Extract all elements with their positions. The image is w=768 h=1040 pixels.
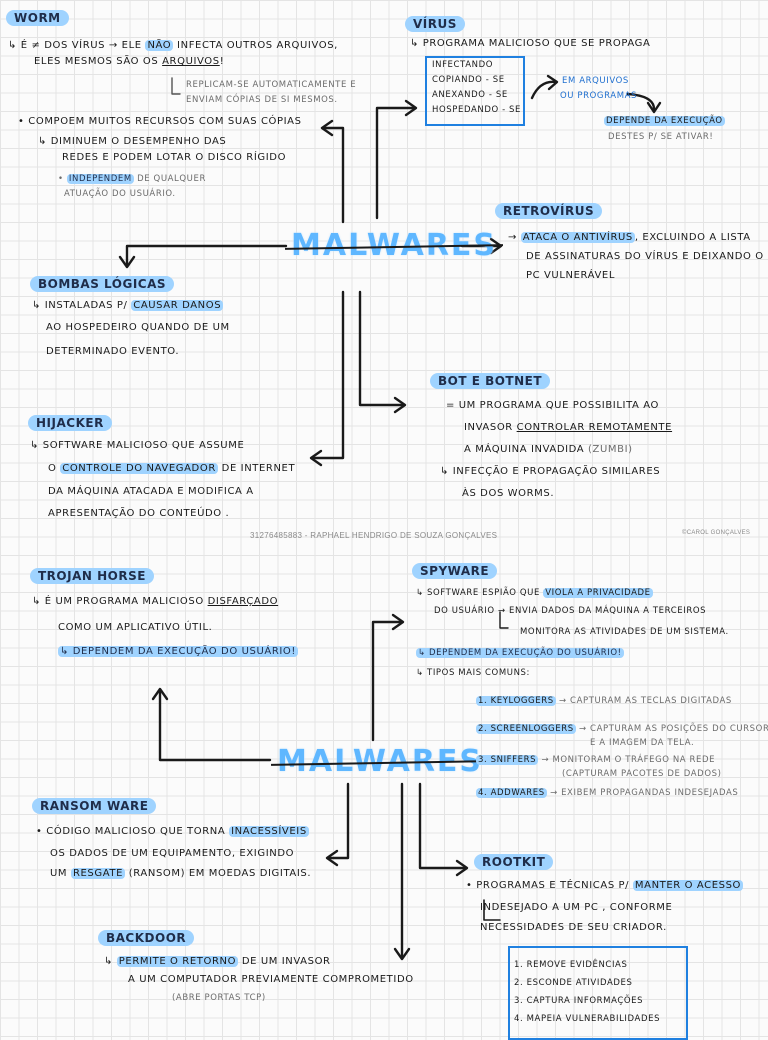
retrovirus-line-3: PC VULNERÁVEL	[526, 270, 615, 281]
spyware-type-2: 2. SCREENLOGGERS → CAPTURAM AS POSIÇÕES …	[476, 724, 768, 734]
backdoor-line-3: (ABRE PORTAS TCP)	[172, 993, 266, 1003]
spyware-line-2: DO USUÁRIO → ENVIA DADOS DA MÁQUINA A TE…	[434, 606, 707, 616]
notes-page-1: MALWARES WORM ↳ É ≠ DOS VÍRUS → ELE NÃO …	[0, 0, 768, 528]
bot-line-3: A MÁQUINA INVADIDA (ZUMBI)	[464, 444, 633, 455]
center-title-2: MALWARES	[277, 744, 484, 779]
trojan-line-3: ↳ DEPENDEM DA EXECUÇÃO DO USUÁRIO!	[58, 646, 299, 657]
retrovirus-line-1: → ATACA O ANTIVÍRUS, EXCLUINDO A LISTA	[508, 232, 751, 243]
arrow-to-bot	[358, 290, 406, 407]
trojan-line-1: ↳ É UM PROGRAMA MALICIOSO DISFARÇADO	[32, 596, 279, 607]
hijacker-line-2: O CONTROLE DO NAVEGADOR DE INTERNET	[48, 463, 296, 474]
arrow-to-trojan	[158, 688, 272, 762]
spyware-type-4: 4. ADDWARES → EXIBEM PROPAGANDAS INDESEJ…	[476, 788, 739, 798]
trojan-line-2: COMO UM APLICATIVO ÚTIL.	[58, 622, 213, 633]
rootkit-line-3: NECESSIDADES DE SEU CRIADOR.	[480, 922, 667, 933]
arrow-to-worm	[321, 126, 345, 224]
worm-bullet-5: ATUAÇÃO DO USUÁRIO.	[64, 189, 176, 199]
hijacker-title: HIJACKER	[28, 415, 112, 431]
virus-box-2: COPIANDO - SE	[432, 75, 505, 85]
arrow-to-hijacker	[310, 290, 345, 460]
bot-line-2: INVASOR CONTROLAR REMOTAMENTE	[464, 422, 673, 433]
virus-files-2: OU PROGRAMAS	[560, 91, 638, 101]
spyware-line-4: ↳ TIPOS MAIS COMUNS:	[416, 668, 530, 678]
rootkit-line-1: • PROGRAMAS E TÉCNICAS P/ MANTER O ACESS…	[466, 880, 744, 891]
worm-bullet-2: ↳ DIMINUEM O DESEMPENHO DAS	[38, 136, 227, 147]
virus-title: VÍRUS	[405, 16, 465, 32]
arrow-to-rootkit	[418, 782, 468, 870]
rootkit-line-2: INDESEJADO A UM PC , CONFORME	[480, 902, 673, 913]
virus-box-1: INFECTANDO	[432, 60, 494, 70]
spyware-line-2b: MONITORA AS ATIVIDADES DE UM SISTEMA.	[520, 627, 729, 637]
virus-box	[425, 56, 525, 126]
bombas-line-2: AO HOSPEDEIRO QUANDO DE UM	[46, 322, 230, 333]
center-title: MALWARES	[291, 228, 498, 263]
arrow-virus-files	[530, 80, 558, 100]
backdoor-line-1: ↳ PERMITE O RETORNO DE UM INVASOR	[104, 956, 331, 967]
rootkit-item-3: 3. CAPTURA INFORMAÇÕES	[514, 996, 644, 1006]
ransom-line-3: UM RESGATE (RANSOM) EM MOEDAS DIGITAIS.	[50, 868, 312, 879]
backdoor-title: BACKDOOR	[98, 930, 195, 946]
hijacker-line-1: ↳ SOFTWARE MALICIOSO QUE ASSUME	[30, 440, 245, 451]
virus-line-1: ↳ PROGRAMA MALICIOSO QUE SE PROPAGA	[410, 38, 651, 49]
virus-box-4: HOSPEDANDO - SE	[432, 105, 522, 115]
worm-bullet-4: • INDEPENDEM DE QUALQUER	[58, 174, 206, 184]
virus-box-3: ANEXANDO - SE	[432, 90, 508, 100]
spyware-type-1: 1. KEYLOGGERS → CAPTURAM AS TECLAS DIGIT…	[476, 696, 732, 706]
worm-note-2: ENVIAM CÓPIAS DE SI MESMOS.	[186, 95, 338, 105]
spyware-type-3b: (CAPTURAM PACOTES DE DADOS)	[562, 769, 722, 779]
arrow-to-bombas	[125, 244, 288, 267]
worm-title: WORM	[6, 10, 69, 26]
spyware-title: SPYWARE	[412, 563, 498, 579]
bombas-title: BOMBAS LÓGICAS	[30, 276, 175, 292]
hijacker-line-3: DA MÁQUINA ATACADA E MODIFICA A	[48, 486, 254, 497]
page-footer: 31276485883 - RAPHAEL HENDRIGO DE SOUZA …	[250, 531, 498, 540]
worm-bullet-1: • COMPOEM MUITOS RECURSOS COM SUAS CÓPIA…	[18, 116, 302, 127]
retrovirus-line-2: DE ASSINATURAS DO VÍRUS E DEIXANDO O	[526, 251, 764, 262]
virus-depende: DEPENDE DA EXECUÇÃO	[604, 116, 725, 126]
spyware-type-3: 3. SNIFFERS → MONITORAM O TRÁFEGO NA RED…	[476, 755, 716, 765]
bombas-line-3: DETERMINADO EVENTO.	[46, 346, 180, 357]
ransom-line-1: • CÓDIGO MALICIOSO QUE TORNA INACESSÍVEI…	[36, 826, 309, 837]
hijacker-line-4: APRESENTAÇÃO DO CONTEÚDO .	[48, 508, 230, 519]
bot-line-4: ↳ INFECÇÃO E PROPAGAÇÃO SIMILARES	[440, 466, 661, 477]
signature: ©CAROL GONÇALVES	[682, 530, 751, 536]
spyware-line-3: ↳ DEPENDEM DA EXECUÇÃO DO USUÁRIO!	[416, 648, 624, 658]
backdoor-line-2: A UM COMPUTADOR PREVIAMENTE COMPROMETIDO	[128, 974, 414, 985]
virus-files-1: EM ARQUIVOS	[562, 76, 629, 86]
bot-title: BOT E BOTNET	[430, 373, 551, 389]
arrow-to-virus	[375, 106, 417, 220]
bot-line-5: ÀS DOS WORMS.	[462, 488, 555, 499]
worm-line-2: ELES MESMOS SÃO OS ARQUIVOS!	[34, 56, 225, 67]
rootkit-item-4: 4. MAPEIA VULNERABILIDADES	[514, 1014, 661, 1024]
ransom-title: RANSOM WARE	[32, 798, 157, 814]
arrow-to-ransom	[326, 782, 350, 860]
worm-bullet-3: REDES E PODEM LOTAR O DISCO RÍGIDO	[62, 152, 287, 163]
spyware-line-1: ↳ SOFTWARE ESPIÃO QUE VIOLA A PRIVACIDAD…	[416, 588, 653, 598]
trojan-title: TROJAN HORSE	[30, 568, 154, 584]
mindmap-arrows-2	[151, 611, 509, 961]
retrovirus-title: RETROVÍRUS	[495, 203, 603, 219]
spyware-type-2b: E A IMAGEM DA TELA.	[590, 738, 695, 748]
virus-depende-2: DESTES P/ SE ATIVAR!	[608, 132, 714, 142]
bot-line-1: = UM PROGRAMA QUE POSSIBILITA AO	[446, 400, 659, 411]
notes-page-2: MALWARES TROJAN HORSE ↳ É UM PROGRAMA MA…	[0, 548, 768, 1040]
rootkit-item-1: 1. REMOVE EVIDÊNCIAS	[514, 960, 628, 970]
arrow-files-dep	[626, 92, 656, 112]
rootkit-item-2: 2. ESCONDE ATIVIDADES	[514, 978, 633, 988]
rootkit-title: ROOTKIT	[474, 854, 554, 870]
worm-note-1: REPLICAM-SE AUTOMATICAMENTE E	[186, 80, 357, 90]
bombas-line-1: ↳ INSTALADAS P/ CAUSAR DANOS	[32, 300, 224, 311]
ransom-line-2: OS DADOS DE UM EQUIPAMENTO, EXIGINDO	[50, 848, 295, 859]
worm-line-1: ↳ É ≠ DOS VÍRUS → ELE NÃO INFECTA OUTROS…	[8, 40, 338, 51]
arrow-to-spyware	[371, 620, 404, 742]
